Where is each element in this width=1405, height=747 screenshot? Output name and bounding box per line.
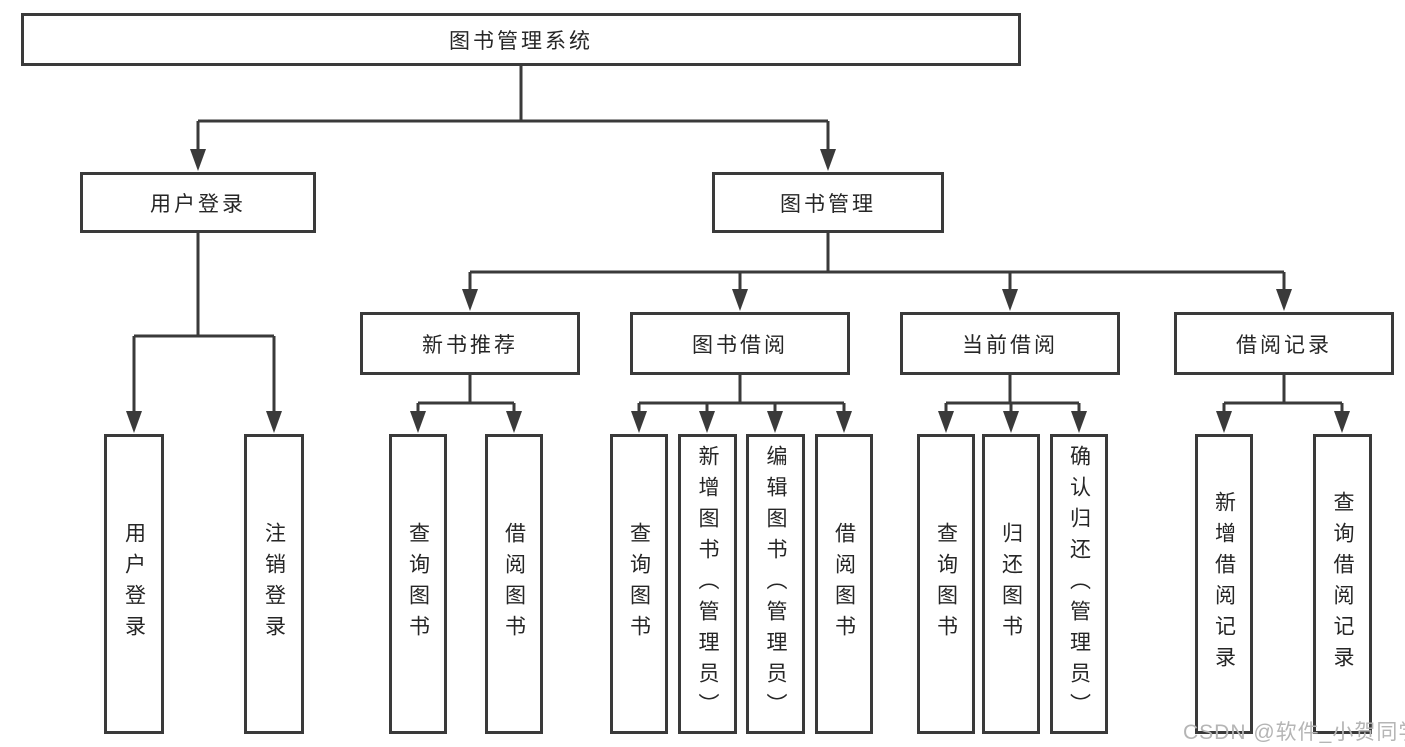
node-user-login: 用户登录 [80, 172, 316, 233]
leaf-borrow-books: 借阅图书 [815, 434, 873, 734]
node-book-management: 图书管理 [712, 172, 944, 233]
leaf-logout-login: 注销登录 [244, 434, 304, 734]
leaf-user-login: 用户登录 [104, 434, 164, 734]
leaf-query-borrow-record: 查询借阅记录 [1313, 434, 1372, 734]
node-current-borrowing: 当前借阅 [900, 312, 1120, 375]
node-book-borrowing: 图书借阅 [630, 312, 850, 375]
leaf-add-borrow-record: 新增借阅记录 [1195, 434, 1253, 734]
leaf-borrow-books-recommend: 借阅图书 [485, 434, 543, 734]
arrowheads [126, 149, 1350, 433]
leaf-query-books-current: 查询图书 [917, 434, 975, 734]
node-library-management-system: 图书管理系统 [21, 13, 1021, 66]
node-new-book-recommend: 新书推荐 [360, 312, 580, 375]
node-borrowing-records: 借阅记录 [1174, 312, 1394, 375]
leaf-query-books-recommend: 查询图书 [389, 434, 447, 734]
leaf-add-book-admin: 新增图书（管理员） [678, 434, 737, 734]
leaf-edit-book-admin: 编辑图书（管理员） [746, 434, 805, 734]
leaf-return-books: 归还图书 [982, 434, 1040, 734]
leaf-confirm-return-admin: 确认归还（管理员） [1050, 434, 1108, 734]
leaf-query-books-borrowing: 查询图书 [610, 434, 668, 734]
